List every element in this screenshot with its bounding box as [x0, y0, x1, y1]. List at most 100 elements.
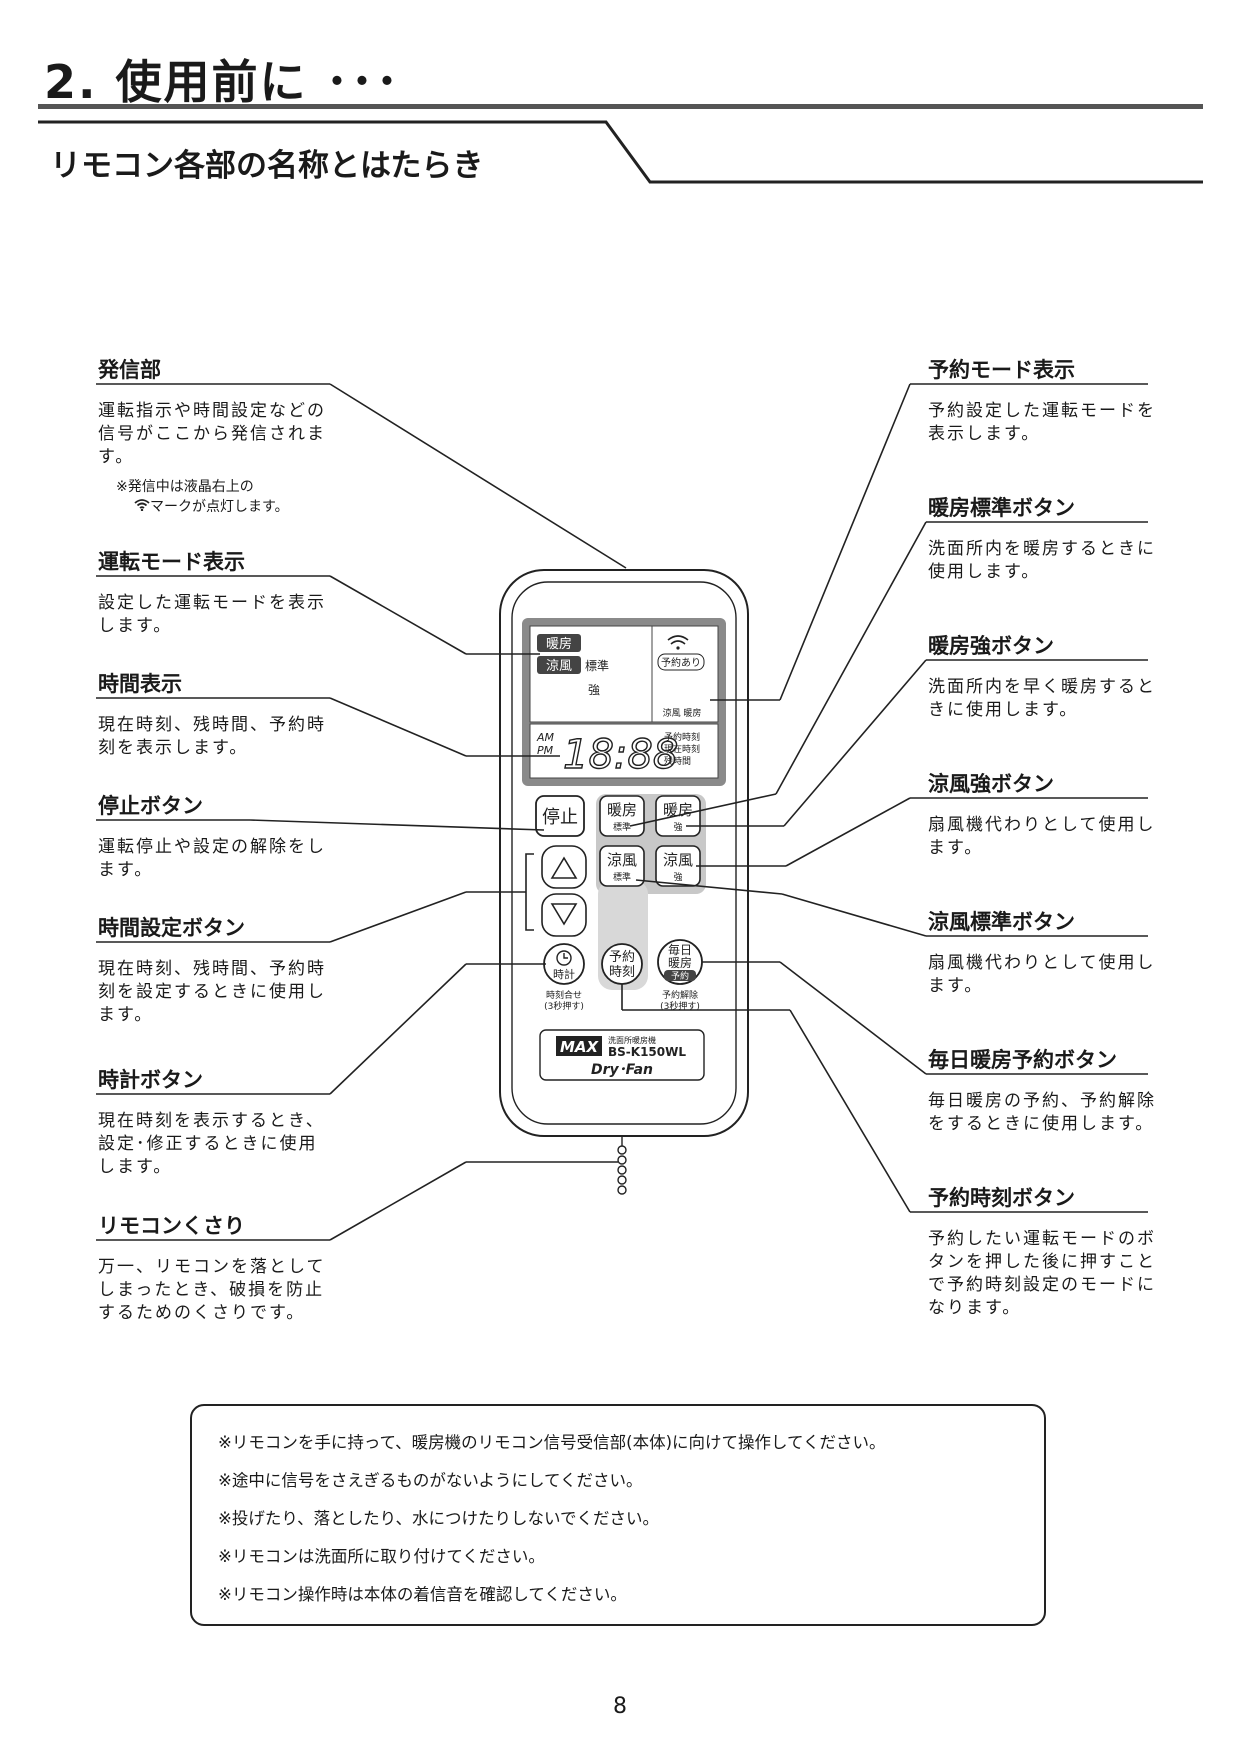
note-line: ※リモコン操作時は本体の着信音を確認してください。 [218, 1585, 627, 1604]
label-desc: 扇風機代わりとして使用します。 [928, 815, 1156, 858]
label-desc: 現在時刻、残時間、予約時刻を設定するときに使用します。 [98, 959, 326, 1025]
svg-text:暖房: 暖房 [663, 801, 693, 819]
svg-text:残時間: 残時間 [664, 755, 691, 767]
svg-text:涼風 暖房: 涼風 暖房 [663, 707, 702, 719]
label-title: 発信部 [98, 358, 161, 382]
svg-text:時刻: 時刻 [609, 965, 635, 980]
right-underlines [910, 383, 1148, 1213]
notes-box: ※リモコンを手に持って、暖房機のリモコン信号受信部(本体)に向けて操作してくださ… [190, 1404, 1046, 1626]
reserve-badge [657, 653, 705, 671]
label-desc: 予約したい運転モードのボタンを押した後に押すことで予約時刻設定のモードになります… [928, 1229, 1156, 1318]
svg-text:強: 強 [673, 821, 682, 833]
label-title: リモコンくさり [98, 1214, 245, 1238]
svg-text:標準: 標準 [585, 658, 609, 673]
svg-text:涼風: 涼風 [607, 851, 637, 869]
max-logo [556, 1036, 602, 1056]
label-transmitter: 発信部 運転指示や時間設定などの信号がここから発信されます。 ※発信中は液晶右上… [98, 354, 330, 517]
svg-text:標準: 標準 [613, 871, 631, 883]
clock-button[interactable]: 時計 [543, 943, 585, 985]
svg-text:時刻合せ: 時刻合せ [546, 989, 582, 1001]
label-note-2: マークが点灯します。 [134, 497, 330, 517]
down-arrow-icon [550, 903, 578, 926]
leader-lines [249, 383, 927, 1241]
title-rule [38, 104, 1203, 109]
svg-text:洗面所暖房機: 洗面所暖房機 [608, 1035, 656, 1045]
svg-text:涼風: 涼風 [663, 851, 693, 869]
lcd-cool-badge [537, 656, 581, 674]
time-up-button[interactable] [541, 845, 587, 889]
label-desc: 予約設定した運転モードを表示します。 [928, 401, 1156, 444]
lcd-heat-badge [537, 634, 581, 652]
label-time-set-button: 時間設定ボタン 現在時刻、残時間、予約時刻を設定するときに使用します。 [98, 912, 330, 1027]
svg-text:暖房: 暖房 [546, 636, 572, 652]
wifi-icon [134, 497, 150, 517]
svg-text:BS-K150WL: BS-K150WL [608, 1045, 686, 1059]
label-desc: 扇風機代わりとして使用します。 [928, 953, 1156, 996]
cool-strong-button[interactable]: 涼風 強 [655, 845, 701, 887]
label-reserve-time-button: 予約時刻ボタン 予約したい運転モードのボタンを押した後に押すことで予約時刻設定の… [928, 1182, 1160, 1320]
svg-text:強: 強 [673, 871, 682, 883]
svg-text:予約時刻: 予約時刻 [664, 731, 700, 743]
svg-text:AM: AM [536, 731, 555, 744]
svg-text:現在時刻: 現在時刻 [664, 743, 700, 755]
note-line: ※途中に信号をさえぎるものがないようにしてください。 [218, 1471, 643, 1490]
note-line: ※リモコンを手に持って、暖房機のリモコン信号受信部(本体)に向けて操作してくださ… [218, 1433, 886, 1452]
svg-text:標準: 標準 [613, 821, 631, 833]
note-line: ※リモコンは洗面所に取り付けてください。 [218, 1547, 545, 1566]
reserve-time-button[interactable]: 予約 時刻 [601, 943, 643, 985]
label-title: 時計ボタン [98, 1068, 203, 1092]
up-arrow-icon [550, 856, 578, 879]
svg-text:(3秒押す): (3秒押す) [544, 1000, 584, 1012]
label-time-display: 時間表示 現在時刻、残時間、予約時刻を表示します。 [98, 668, 330, 760]
label-cool-strong-button: 涼風強ボタン 扇風機代わりとして使用します。 [928, 768, 1160, 860]
time-down-button[interactable] [541, 893, 587, 937]
label-title: 暖房強ボタン [928, 634, 1054, 658]
svg-text:Dry･Fan: Dry･Fan [591, 1062, 653, 1078]
svg-text:涼風: 涼風 [546, 659, 572, 674]
label-mode-display: 運転モード表示 設定した運転モードを表示します。 [98, 546, 330, 638]
label-reserve-mode-display: 予約モード表示 予約設定した運転モードを表示します。 [928, 354, 1160, 446]
page-number: 8 [613, 1694, 627, 1719]
svg-text:暖房: 暖房 [668, 955, 692, 970]
label-title: 涼風標準ボタン [928, 910, 1075, 934]
svg-text:暖房: 暖房 [607, 801, 637, 819]
stop-button[interactable]: 停止 [535, 795, 585, 837]
heat-standard-button[interactable]: 暖房 標準 [599, 795, 645, 837]
label-title: 毎日暖房予約ボタン [928, 1048, 1117, 1072]
svg-text:予約: 予約 [671, 970, 689, 982]
label-heat-standard-button: 暖房標準ボタン 洗面所内を暖房するときに使用します。 [928, 492, 1160, 584]
label-clock-button: 時計ボタン 現在時刻を表示するとき、設定･修正するときに使用します。 [98, 1064, 330, 1179]
section-title: リモコン各部の名称とはたらき [50, 148, 484, 184]
label-title: 予約モード表示 [928, 358, 1075, 382]
label-cool-standard-button: 涼風標準ボタン 扇風機代わりとして使用します。 [928, 906, 1160, 998]
clock-icon [556, 950, 572, 966]
svg-text:予約: 予約 [609, 950, 635, 965]
label-desc: 万一、リモコンを落としてしまったとき、破損を防止するためのくさりです。 [98, 1257, 326, 1323]
daily-heat-reserve-button[interactable]: 毎日 暖房 予約 [657, 939, 703, 985]
label-desc: 洗面所内を暖房するときに使用します。 [928, 539, 1156, 582]
label-title: 時間表示 [98, 672, 182, 696]
wifi-icon [667, 635, 689, 650]
label-note: ※発信中は液晶右上の [116, 479, 254, 495]
svg-text:(3秒押す): (3秒押す) [660, 1000, 700, 1012]
svg-text:MAX: MAX [560, 1038, 600, 1056]
label-title: 予約時刻ボタン [928, 1186, 1075, 1210]
header-bracket [38, 120, 1203, 184]
label-desc: 毎日暖房の予約、予約解除をするときに使用します。 [928, 1091, 1156, 1134]
label-heat-strong-button: 暖房強ボタン 洗面所内を早く暖房するときに使用します。 [928, 630, 1160, 722]
cool-standard-button[interactable]: 涼風 標準 [599, 845, 645, 887]
svg-text:強: 強 [588, 683, 600, 697]
remote-chain [617, 1136, 627, 1195]
label-title: 運転モード表示 [98, 550, 245, 574]
label-daily-heat-reserve-button: 毎日暖房予約ボタン 毎日暖房の予約、予約解除をするときに使用します。 [928, 1044, 1160, 1136]
svg-text:PM: PM [537, 744, 554, 757]
label-remote-chain: リモコンくさり 万一、リモコンを落としてしまったとき、破損を防止するためのくさり… [98, 1210, 330, 1325]
label-desc: 設定した運転モードを表示します。 [98, 593, 326, 636]
label-desc: 洗面所内を早く暖房するときに使用します。 [928, 677, 1156, 720]
label-title: 時間設定ボタン [98, 916, 245, 940]
left-underlines [96, 383, 330, 1241]
page-title: 2. 使用前に ･･･ [44, 55, 401, 109]
label-title: 停止ボタン [98, 794, 203, 818]
svg-text:停止: 停止 [542, 807, 578, 828]
label-title: 涼風強ボタン [928, 772, 1054, 796]
